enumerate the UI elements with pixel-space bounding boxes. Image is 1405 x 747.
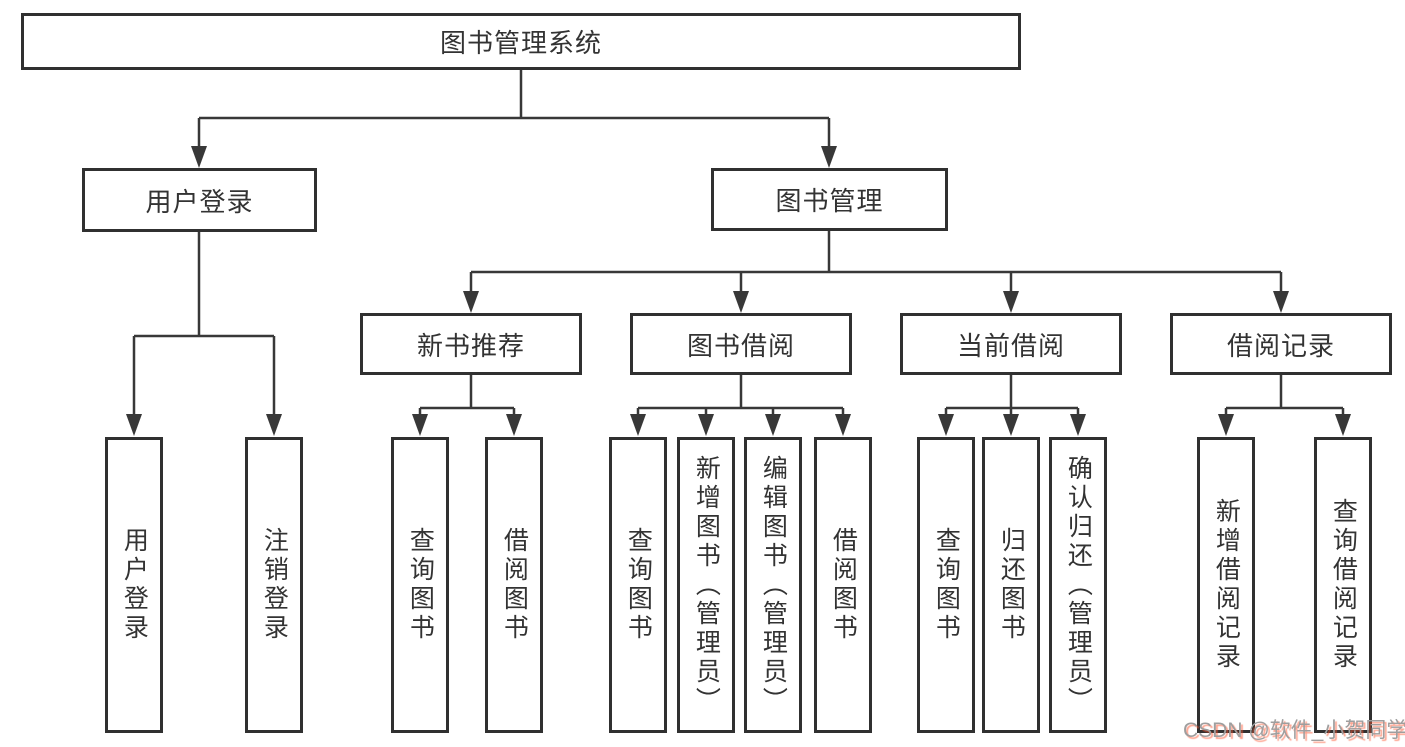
- leaf-add-borrow-record: 新增借阅记录: [1197, 437, 1255, 733]
- leaf-return-books: 归还图书: [982, 437, 1040, 733]
- node-label: 图书管理系统: [439, 28, 602, 58]
- leaf-user-login: 用户登录: [105, 437, 163, 733]
- node-user-login-group: 用户登录: [82, 168, 317, 232]
- leaf-query-books-recommend: 查询图书: [391, 437, 449, 733]
- leaf-borrow-books: 借阅图书: [814, 437, 872, 733]
- node-label: 借阅图书: [500, 527, 529, 643]
- node-label: 图书借阅: [686, 330, 795, 361]
- leaf-edit-books-admin: 编辑图书（管理员）: [744, 437, 802, 733]
- node-label: 查询图书: [624, 527, 653, 643]
- node-label: 借阅记录: [1226, 330, 1335, 361]
- node-label: 查询图书: [932, 527, 961, 643]
- leaf-confirm-return-admin: 确认归还（管理员）: [1049, 437, 1107, 733]
- leaf-query-books-borrowing: 查询图书: [609, 437, 667, 733]
- node-label: 新书推荐: [416, 330, 525, 361]
- csdn-watermark: CSDN @软件_小贺同学: [1183, 719, 1405, 742]
- leaf-query-books-current: 查询图书: [917, 437, 975, 733]
- node-label: 当前借阅: [956, 330, 1065, 361]
- node-label: 确认归还（管理员）: [1064, 454, 1093, 716]
- leaf-add-books-admin: 新增图书（管理员）: [677, 437, 735, 733]
- node-book-borrowing: 图书借阅: [630, 313, 852, 375]
- node-label: 新增借阅记录: [1212, 498, 1241, 672]
- arrowheads: [126, 146, 1351, 436]
- node-label: 借阅图书: [829, 527, 858, 643]
- node-label: 注销登录: [260, 527, 289, 643]
- node-new-book-recommend: 新书推荐: [360, 313, 582, 375]
- node-label: 查询借阅记录: [1329, 498, 1358, 672]
- node-label: 用户登录: [120, 527, 149, 643]
- node-label: 新增图书（管理员）: [692, 454, 721, 716]
- node-book-management: 图书管理: [711, 168, 948, 231]
- leaf-borrow-books-recommend: 借阅图书: [485, 437, 543, 733]
- leaf-logout: 注销登录: [245, 437, 303, 733]
- node-current-borrowing: 当前借阅: [900, 313, 1122, 375]
- node-label: 编辑图书（管理员）: [759, 454, 788, 716]
- node-label: 图书管理: [775, 186, 884, 216]
- node-borrowing-records: 借阅记录: [1170, 313, 1392, 375]
- leaf-query-borrow-record: 查询借阅记录: [1314, 437, 1372, 733]
- node-label: 查询图书: [406, 527, 435, 643]
- node-label: 归还图书: [997, 527, 1026, 643]
- node-system-root: 图书管理系统: [21, 13, 1021, 70]
- node-label: 用户登录: [145, 186, 254, 217]
